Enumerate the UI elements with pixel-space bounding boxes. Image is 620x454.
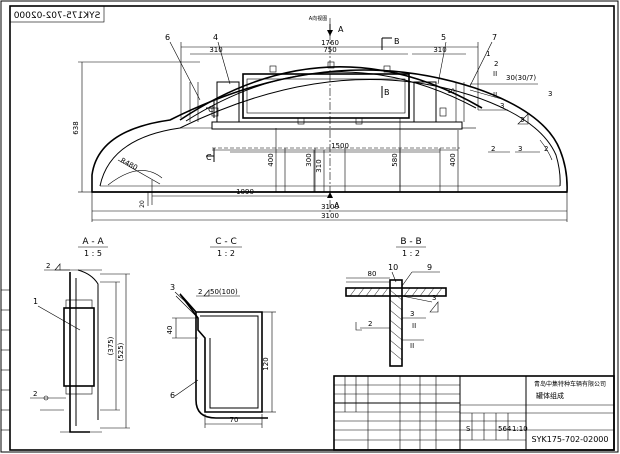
inner-border bbox=[9, 5, 615, 451]
weld-note-3c: 3 bbox=[518, 145, 522, 153]
weld-note-2a: 2 bbox=[491, 145, 495, 153]
label-c-left: C bbox=[208, 105, 214, 114]
aa-part-body bbox=[63, 307, 95, 387]
right-post bbox=[413, 81, 437, 123]
dim-310-left: 310 bbox=[209, 46, 222, 54]
part-7: 7 bbox=[492, 33, 497, 42]
part-4: 4 bbox=[213, 33, 218, 42]
bb-dim-80: 80 bbox=[368, 270, 377, 278]
section-aa-title: A - A bbox=[82, 237, 104, 247]
part-leaders: 6 4 5 7 1 2 3 bbox=[165, 33, 552, 101]
main-dims: 1760 750 310 310 638 400 300 310 1500 bbox=[72, 39, 568, 222]
aa-part-1: 1 bbox=[33, 297, 38, 306]
dim-580: 580 bbox=[391, 153, 399, 166]
bb-part-9: 9 bbox=[427, 263, 432, 272]
dim-300: 300 bbox=[305, 153, 313, 166]
main-view: 1760 750 310 310 638 400 300 310 1500 bbox=[72, 15, 568, 222]
label-b-top: B bbox=[394, 37, 400, 46]
dim-3100-outer: 3100 bbox=[321, 212, 339, 220]
bb-weld-3b: 3 bbox=[410, 310, 414, 318]
bb-weld-2: 2 bbox=[368, 320, 372, 328]
dim-638: 638 bbox=[72, 121, 80, 134]
dim-310-mid: 310 bbox=[315, 159, 323, 172]
dim-1500: 1500 bbox=[331, 142, 349, 150]
aa-weld-2a: 2 bbox=[46, 262, 50, 270]
left-post bbox=[216, 81, 240, 123]
dim-r480: R480 bbox=[119, 156, 139, 172]
tb-weight: 564 bbox=[498, 425, 512, 433]
label-c-bottom: C bbox=[206, 153, 212, 162]
bb-ii-2: II bbox=[410, 342, 414, 350]
cc-weld-2: 2 bbox=[198, 288, 202, 296]
section-cc: C - C 1 : 2 40 120 70 50(100) 3 2 6 bbox=[166, 237, 276, 428]
weld-note-2b: 2 bbox=[544, 145, 548, 153]
section-bb: B - B 1 : 2 80 10 9 3 bbox=[345, 237, 447, 367]
part-6: 6 bbox=[165, 33, 170, 42]
aa-weld-2b: 2 bbox=[33, 390, 37, 398]
cc-part-3: 3 bbox=[170, 283, 175, 292]
manhole-opening bbox=[242, 73, 410, 119]
view-markers: A向视图 A B B A C C bbox=[206, 15, 400, 210]
aa-dim-525: (525) bbox=[117, 342, 125, 361]
dim-400-left: 400 bbox=[267, 153, 275, 166]
cc-part-6: 6 bbox=[170, 391, 175, 400]
cover-arc-inner bbox=[185, 71, 477, 122]
bb-ii-1: II bbox=[412, 322, 416, 330]
weld-note-ii-b: II bbox=[493, 91, 497, 99]
stamp-text: SYK175-702-02000 bbox=[13, 11, 100, 21]
cc-dim-120: 120 bbox=[262, 357, 270, 370]
tb-scale: 1:10 bbox=[512, 425, 528, 433]
aa-dim-375: (375) bbox=[107, 336, 115, 355]
dim-20: 20 bbox=[139, 200, 146, 208]
dim-750: 750 bbox=[323, 46, 336, 54]
weld-notes: 30(30/7) II II 3 3 2 2 3 bbox=[469, 70, 548, 153]
part-2: 2 bbox=[494, 60, 498, 68]
part-5: 5 bbox=[441, 33, 446, 42]
cc-dim-70: 70 bbox=[230, 416, 239, 424]
dim-400-right: 400 bbox=[449, 153, 457, 166]
cc-profile bbox=[179, 293, 263, 413]
cc-dim-40: 40 bbox=[166, 326, 174, 335]
bb-weld-3a: 3 bbox=[432, 294, 436, 302]
tb-drawing-name: 罐体组成 bbox=[536, 391, 564, 400]
section-bb-title: B - B bbox=[400, 237, 421, 247]
tb-mark-s: S bbox=[466, 425, 471, 433]
section-aa-scale: 1 : 5 bbox=[84, 249, 102, 258]
stamp-box: SYK175-702-02000 bbox=[9, 5, 105, 23]
section-aa: A - A 1 : 5 (375) (525) 1 2 2 bbox=[30, 237, 130, 433]
view-title-note: A向视图 bbox=[309, 15, 327, 22]
cc-dim-50: 50(100) bbox=[210, 288, 238, 296]
tb-company: 青岛中集特种车辆有限公司 bbox=[534, 380, 606, 388]
label-a-bottom: A bbox=[334, 201, 340, 210]
weld-note-3a: 3 bbox=[500, 102, 504, 110]
frame-beam bbox=[211, 121, 463, 130]
dim-1090: 1090 bbox=[236, 188, 254, 196]
section-bb-scale: 1 : 2 bbox=[402, 249, 420, 258]
bb-upright bbox=[389, 279, 403, 367]
title-block: 青岛中集特种车辆有限公司 罐体组成 S 564 1:10 SYK175-702-… bbox=[333, 375, 615, 451]
dim-3100-inner: 3100 bbox=[321, 203, 339, 211]
weld-note-30: 30(30/7) bbox=[506, 74, 536, 82]
tb-code: SYK175-702-02000 bbox=[532, 435, 609, 444]
part-3: 3 bbox=[548, 90, 552, 98]
part-1: 1 bbox=[486, 50, 490, 58]
label-b-mid: B bbox=[384, 88, 390, 97]
section-cc-title: C - C bbox=[215, 237, 237, 247]
section-cc-scale: 1 : 2 bbox=[217, 249, 235, 258]
bb-plate bbox=[345, 287, 447, 297]
dim-1760: 1760 bbox=[321, 39, 339, 47]
left-margin-ladder bbox=[1, 289, 10, 431]
bb-part-10: 10 bbox=[388, 263, 398, 272]
dim-310-right: 310 bbox=[433, 46, 446, 54]
weld-note-ii-a: II bbox=[493, 70, 497, 78]
dim-10: 10 bbox=[447, 88, 455, 95]
tank-outer-profile bbox=[91, 69, 568, 193]
cover-arc bbox=[179, 66, 483, 121]
view-mark-a-top: A bbox=[338, 25, 344, 34]
